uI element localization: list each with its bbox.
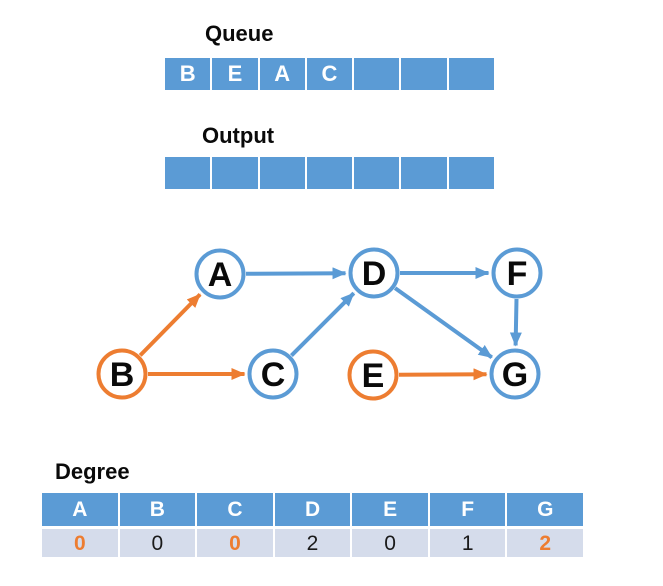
degree-header-A: A — [42, 493, 118, 526]
graph-node-B: B — [96, 348, 148, 400]
degree-value-C: 0 — [197, 529, 273, 557]
output-cell-3 — [306, 157, 353, 189]
queue-cell-6 — [448, 58, 494, 90]
graph-edge-E-G — [398, 368, 488, 381]
output-cell-1 — [212, 157, 258, 189]
degree-header-G: G — [507, 493, 584, 526]
graph-node-circle-D — [348, 247, 400, 299]
queue-cell-1: E — [212, 58, 258, 90]
graph-node-label-F: F — [507, 255, 528, 293]
output-cell-0 — [165, 157, 211, 189]
graph-edge-F-G — [509, 298, 522, 347]
graph-node-circle-G — [489, 348, 541, 400]
graph-edge-C-D — [289, 291, 356, 358]
degree-value-B: 0 — [119, 529, 196, 557]
graph-edge-A-D — [245, 267, 347, 280]
graph-node-circle-B — [96, 348, 148, 400]
graph-node-circle-E — [347, 349, 399, 401]
degree-header-B: B — [119, 493, 196, 526]
queue-cell-2: A — [259, 58, 305, 90]
queue-title: Queue — [205, 21, 274, 46]
output-cells — [165, 157, 494, 189]
degree-title: Degree — [55, 459, 130, 484]
degree-value-F: 1 — [429, 529, 506, 557]
queue-cell-4 — [354, 58, 400, 90]
graph-edge-D-G — [393, 286, 493, 360]
degree-header-E: E — [352, 493, 428, 526]
graph-node-circle-F — [491, 247, 543, 299]
degree-header-C: C — [197, 493, 273, 526]
degree-header-D: D — [274, 493, 351, 526]
queue-cell-5 — [401, 58, 447, 90]
graph-node-D: D — [348, 247, 400, 299]
graph-node-label-E: E — [362, 357, 385, 395]
output-cell-4 — [354, 157, 400, 189]
degree-value-G: 2 — [507, 529, 584, 557]
queue-cell-0: B — [165, 58, 211, 90]
degree-value-D: 2 — [274, 529, 351, 557]
degree-header-F: F — [429, 493, 506, 526]
graph-node-label-B: B — [110, 356, 135, 394]
graph-node-C: C — [247, 348, 299, 400]
graph-node-label-C: C — [261, 356, 286, 394]
graph-node-label-D: D — [362, 255, 387, 293]
graph-node-circle-C — [247, 348, 299, 400]
output-cell-2 — [259, 157, 305, 189]
graph-node-G: G — [489, 348, 541, 400]
graph-edge-B-A — [138, 292, 202, 357]
graph-node-label-G: G — [502, 356, 528, 394]
output-cell-6 — [448, 157, 494, 189]
graph-node-E: E — [347, 349, 399, 401]
queue-cell-3: C — [306, 58, 353, 90]
output-cell-5 — [401, 157, 447, 189]
degree-value-A: 0 — [42, 529, 118, 557]
graph-node-F: F — [491, 247, 543, 299]
graph-node-A: A — [194, 248, 246, 300]
degree-value-E: 0 — [352, 529, 428, 557]
graph-node-label-A: A — [208, 256, 233, 294]
output-title: Output — [202, 123, 275, 148]
graph-node-circle-A — [194, 248, 246, 300]
